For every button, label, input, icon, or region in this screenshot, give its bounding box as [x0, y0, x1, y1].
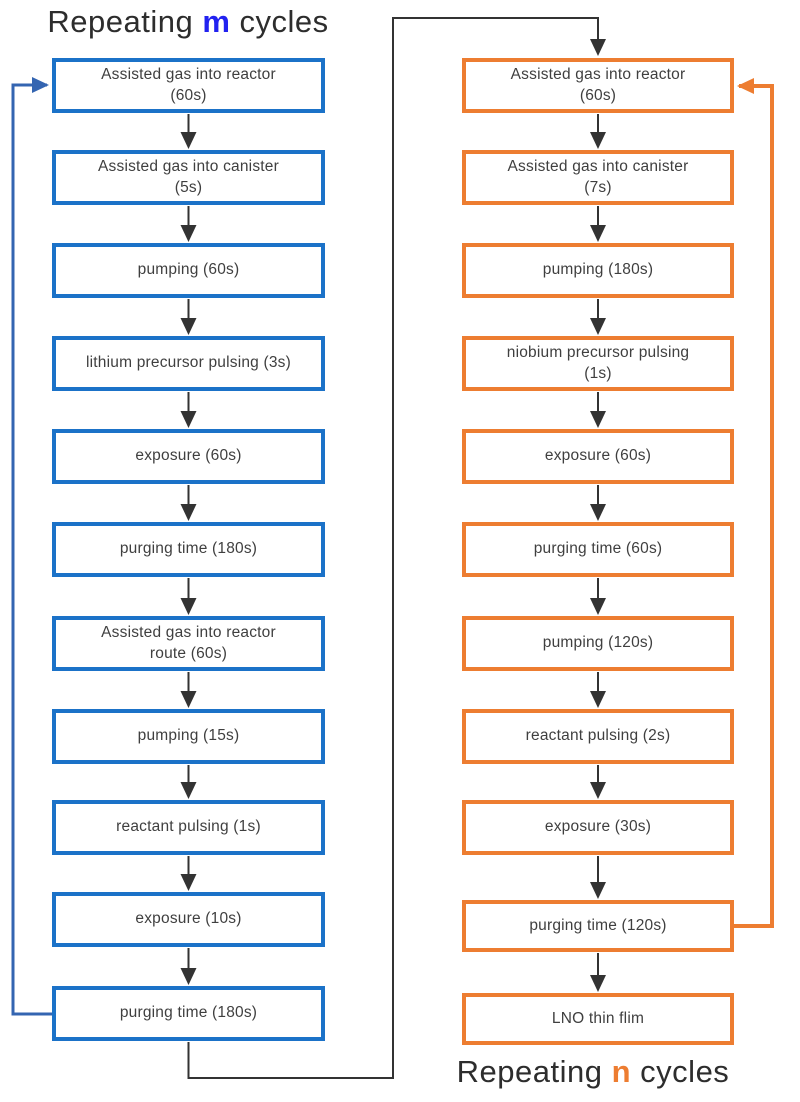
- left-step-5-exposure: exposure (60s): [52, 429, 325, 484]
- repeat-n-variable: n: [611, 1054, 632, 1089]
- repeat-n-title-prefix: Repeating: [456, 1054, 612, 1089]
- repeat-m-title-suffix: cycles: [230, 4, 329, 39]
- right-step-2-assisted-gas-canister: Assisted gas into canister (7s): [462, 150, 734, 205]
- right-step-5-exposure: exposure (60s): [462, 429, 734, 484]
- repeat-m-variable: m: [202, 4, 231, 39]
- repeat-n-title-suffix: cycles: [631, 1054, 730, 1089]
- right-step-10-purging-time: purging time (120s): [462, 900, 734, 952]
- left-step-6-purging-time: purging time (180s): [52, 522, 325, 577]
- left-step-9-reactant-pulsing: reactant pulsing (1s): [52, 800, 325, 855]
- repeat-m-title-prefix: Repeating: [47, 4, 203, 39]
- right-step-1-assisted-gas-reactor: Assisted gas into reactor (60s): [462, 58, 734, 113]
- right-step-9-exposure: exposure (30s): [462, 800, 734, 855]
- left-step-8-pumping: pumping (15s): [52, 709, 325, 764]
- repeat-n-title: Repeating n cycles: [438, 1054, 748, 1090]
- left-step-10-exposure: exposure (10s): [52, 892, 325, 947]
- right-step-3-pumping: pumping (180s): [462, 243, 734, 298]
- repeat-m-loop-connector: [11, 77, 52, 1016]
- right-step-11-lno-thin-film: LNO thin flim: [462, 993, 734, 1045]
- right-step-4-niobium-precursor: niobium precursor pulsing (1s): [462, 336, 734, 391]
- left-step-7-assisted-gas-route: Assisted gas into reactor route (60s): [52, 616, 325, 671]
- left-step-2-assisted-gas-canister: Assisted gas into canister (5s): [52, 150, 325, 205]
- repeat-n-loop-connector: [734, 78, 774, 928]
- right-step-7-pumping: pumping (120s): [462, 616, 734, 671]
- left-step-11-purging-time: purging time (180s): [52, 986, 325, 1041]
- right-step-8-reactant-pulsing: reactant pulsing (2s): [462, 709, 734, 764]
- left-step-4-lithium-precursor: lithium precursor pulsing (3s): [52, 336, 325, 391]
- left-step-3-pumping: pumping (60s): [52, 243, 325, 298]
- left-step-1-assisted-gas-reactor: Assisted gas into reactor (60s): [52, 58, 325, 113]
- right-step-6-purging-time: purging time (60s): [462, 522, 734, 577]
- repeat-m-title: Repeating m cycles: [28, 4, 348, 40]
